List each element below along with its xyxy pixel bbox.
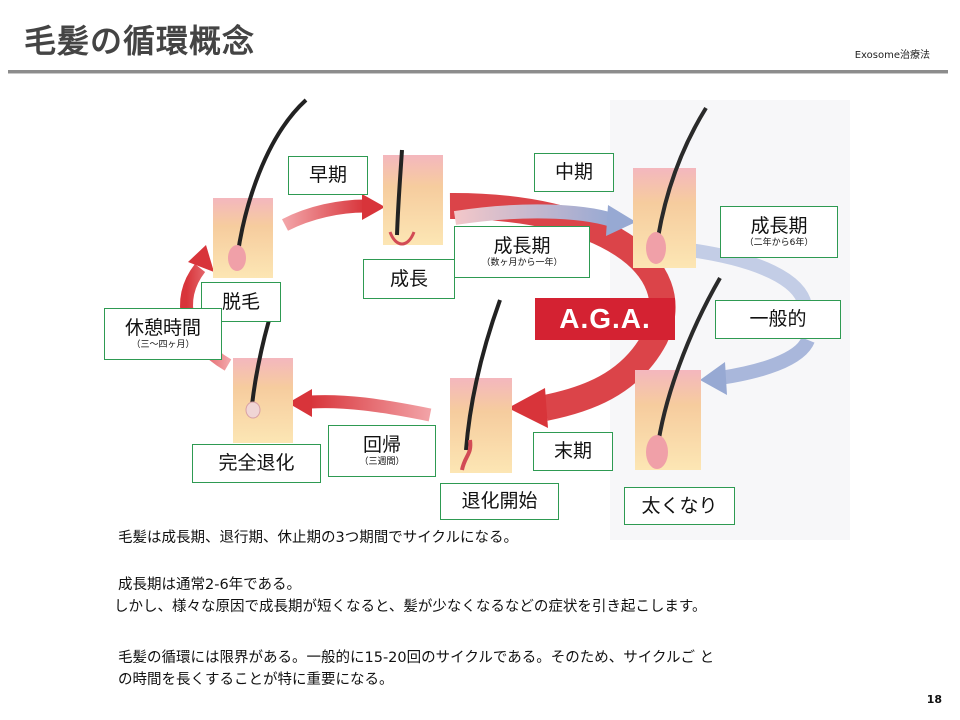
label-complete-regression-text: 完全退化 <box>218 452 295 475</box>
blue-arrowhead-top <box>606 205 636 236</box>
label-growth-period-right-sub: （二年から6年） <box>744 237 814 248</box>
follicle-regression <box>450 299 512 473</box>
label-general-text: 一般的 <box>749 308 807 331</box>
label-return-sub: （三週間） <box>359 456 405 467</box>
label-growth-period-right-main: 成長期 <box>750 214 808 237</box>
label-early: 早期 <box>288 156 368 195</box>
label-growth: 成長 <box>363 259 455 299</box>
red-arrowhead-early <box>362 194 385 220</box>
label-middle: 中期 <box>534 153 614 192</box>
label-resting: 休憩時間 （三〜四ヶ月） <box>104 308 222 360</box>
red-arrowhead-bottom <box>288 389 312 417</box>
label-resting-sub: （三〜四ヶ月） <box>131 339 195 350</box>
title-divider <box>8 70 948 73</box>
paragraph-2-line-2: しかし、様々な原因で成長期が短くなると、髪が少なくなるなどの症状を引き起こします… <box>114 599 707 615</box>
page-title: 毛髪の循環概念 <box>24 22 256 60</box>
red-arrow-bottom <box>309 395 432 422</box>
follicle-late <box>635 277 722 470</box>
label-resting-main: 休憩時間 <box>124 316 201 339</box>
label-growth-text: 成長 <box>389 267 428 290</box>
paragraph-2-line-1: 成長期は通常2-6年である。 <box>118 577 302 593</box>
follicle-rest <box>233 297 293 443</box>
paragraph-3-line-1: 毛髪の循環には限界がある。一般的に15-20回のサイクルである。そのため、サイク… <box>118 650 715 666</box>
label-return-main: 回帰 <box>362 433 401 456</box>
aga-badge: A.G.A. <box>535 298 675 340</box>
blue-arrow-top <box>453 204 615 227</box>
label-regression-start: 退化開始 <box>440 483 559 520</box>
label-growth-period-center: 成長期 （数ヶ月から一年） <box>454 226 590 278</box>
red-arrow-early <box>282 199 366 231</box>
paragraph-1: 毛髪は成長期、退行期、休止期の3つ期間でサイクルになる。 <box>118 530 518 546</box>
title-divider-light <box>8 73 948 74</box>
label-complete-regression: 完全退化 <box>192 444 321 483</box>
label-growth-period-right: 成長期 （二年から6年） <box>720 206 838 258</box>
page-number: 18 <box>926 693 942 706</box>
red-arrowhead-left <box>188 245 214 272</box>
label-shedding-text: 脱毛 <box>221 290 260 313</box>
aga-arc-arrowhead <box>508 388 548 428</box>
label-thickening: 太くなり <box>624 487 735 525</box>
label-growth-period-center-sub: （数ヶ月から一年） <box>481 257 563 268</box>
paragraph-3-line-2: の時間を長くすることが特に重要になる。 <box>118 672 394 688</box>
blue-arrow-right-top <box>689 243 812 308</box>
follicle-middle <box>633 106 708 268</box>
label-early-text: 早期 <box>308 164 347 187</box>
brand-label: Exosome治療法 <box>854 50 930 61</box>
label-general: 一般的 <box>715 300 841 339</box>
follicle-shedding <box>213 98 308 278</box>
blue-arrowhead-bottom <box>700 362 727 395</box>
follicle-growth <box>383 149 443 246</box>
label-regression-start-text: 退化開始 <box>461 490 538 513</box>
label-growth-period-center-main: 成長期 <box>493 234 551 257</box>
label-middle-text: 中期 <box>554 161 593 184</box>
label-late: 末期 <box>533 432 613 471</box>
label-late-text: 末期 <box>553 440 592 463</box>
label-return: 回帰 （三週間） <box>328 425 436 477</box>
label-thickening-text: 太くなり <box>641 494 718 517</box>
blue-arrow-right-bottom <box>718 336 815 385</box>
